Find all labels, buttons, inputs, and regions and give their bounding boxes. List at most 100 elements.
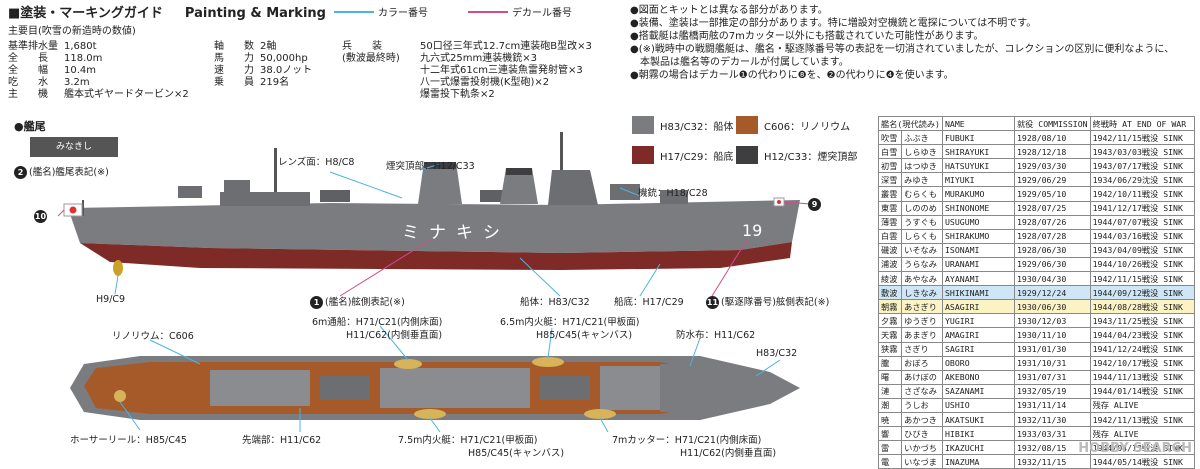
armament-list: 50口径三年式12.7cm連装砲B型改×3 九六式25mm連装機銃×3 十二年式… [420, 41, 592, 100]
table-cell: 1930/11/10 [1013, 327, 1091, 343]
table-cell: 1929/05/10 [1013, 186, 1091, 202]
table-cell: USHIO [941, 397, 1015, 413]
table-cell: ひびき [901, 426, 943, 442]
table-cell: 1929/12/24 [1013, 285, 1091, 301]
title-en: Painting & Marking [184, 6, 326, 21]
fore-gun [610, 184, 640, 200]
table-cell: 漣 [877, 383, 903, 399]
funnel-aft-top [424, 162, 456, 169]
table-cell: 暁 [877, 411, 903, 428]
table-cell: しきなみ [901, 285, 943, 301]
page-title: ■塗装・マーキングガイド Painting & Marking [8, 2, 326, 21]
table-cell: 電 [877, 454, 903, 469]
table-cell: あやなみ [901, 271, 943, 287]
table-cell: AKATSUKI [941, 411, 1015, 428]
label-boat6b: H11/C62(内側垂直面) [346, 330, 443, 341]
table-cell: 残存 ALIVE [1089, 397, 1195, 413]
armament-labels: 兵 装 (敷波最終時) [342, 41, 400, 64]
table-cell: MURAKUMO [941, 186, 1015, 202]
flag-decal-badge: 10 [34, 210, 49, 223]
table-cell: SAGIRI [941, 341, 1015, 357]
table-cell: 1942/11/15戦没 SINK [1089, 271, 1195, 287]
swatch [736, 146, 758, 164]
stern-plate: みなきし [30, 137, 118, 157]
table-cell: AYANAMI [941, 271, 1015, 287]
table-cell: 1931/10/31 [1013, 355, 1091, 371]
foremast [560, 132, 563, 192]
table-cell: あかつき [901, 411, 943, 428]
legend-color-line [334, 11, 374, 13]
swatch [632, 116, 654, 134]
title-jp: ■塗装・マーキングガイド [8, 6, 163, 21]
table-cell: うらなみ [901, 256, 943, 273]
table-cell: 1932/11/30 [1013, 411, 1091, 428]
table-cell: 1941/12/24戦没 SINK [1089, 341, 1195, 357]
table-cell: 白雪 [877, 144, 903, 160]
table-cell: 1931/07/31 [1013, 369, 1091, 385]
side-view: ミナキシ 19 [63, 132, 800, 276]
table-cell: YUGIRI [941, 313, 1015, 329]
table-cell: 吹雪 [877, 130, 903, 146]
label-bottom: 船底：H17/C29 [614, 297, 684, 308]
table-cell: いそなみ [901, 242, 943, 258]
ship-table: 艦名(現代読み) NAME 就役 COMMISSION 終戦時 AT END O… [877, 115, 1195, 469]
table-cell: 1929/06/29 [1013, 172, 1091, 188]
label-div-side: 11(駆逐隊番号)舷側表記(※) [706, 296, 830, 309]
table-cell: SHIKINAMI [941, 285, 1015, 301]
spec-row: 主 機艦本式ギヤードタービン×2 [8, 89, 189, 100]
label-tarp: 防水布：H11/C62 [676, 330, 756, 341]
table-cell: 1928/12/18 [1013, 144, 1091, 160]
table-cell: URANAMI [941, 256, 1015, 273]
table-cell: いなづま [901, 454, 943, 469]
top-deckhouse-mid [380, 368, 530, 408]
legend-decal-label: デカール番号 [512, 8, 572, 19]
hose-reel-icon [114, 390, 126, 402]
table-cell: OBORO [941, 355, 1015, 371]
table-cell: 1932/11/15 [1013, 454, 1091, 469]
table-cell: おぼろ [901, 355, 943, 371]
table-cell: HIBIKI [941, 426, 1015, 442]
table-cell: 綾波 [877, 271, 903, 287]
chip-linoleum: C606：リノリウム [736, 116, 850, 134]
mainmast [274, 148, 277, 192]
table-cell: 深雪 [877, 172, 903, 188]
bridge [548, 170, 598, 205]
bow-gun [660, 190, 688, 204]
swatch [632, 146, 654, 164]
table-cell: さざなみ [901, 383, 943, 399]
table-cell: 叢雲 [877, 186, 903, 202]
table-cell: 1930/04/30 [1013, 271, 1091, 287]
table-cell: むらくも [901, 186, 943, 202]
notes: ●図面とキットとは異なる部分があります。 ●装備、塗装は一部推定の部分があります… [630, 5, 1175, 81]
decal-badge-icon: 11 [706, 296, 719, 309]
top-fore-deck [660, 364, 720, 412]
chip-funnel-top: H12/C33：煙突頂部 [736, 146, 857, 164]
decal-badge-icon: 9 [808, 198, 821, 211]
table-cell: 1928/07/26 [1013, 214, 1091, 230]
table-cell: 1944/11/13戦没 SINK [1089, 369, 1195, 385]
label-hose: ホーサーリール：H85/C45 [70, 435, 187, 446]
table-cell: 夕霧 [877, 313, 903, 329]
table-cell: 1944/08/28戦没 SINK [1089, 299, 1195, 315]
ensign-sun [69, 206, 77, 214]
table-cell: 1928/07/28 [1013, 228, 1091, 244]
table-cell: AKEBONO [941, 369, 1015, 385]
top-bridge [600, 366, 660, 410]
boat-65m-icon [532, 357, 564, 367]
